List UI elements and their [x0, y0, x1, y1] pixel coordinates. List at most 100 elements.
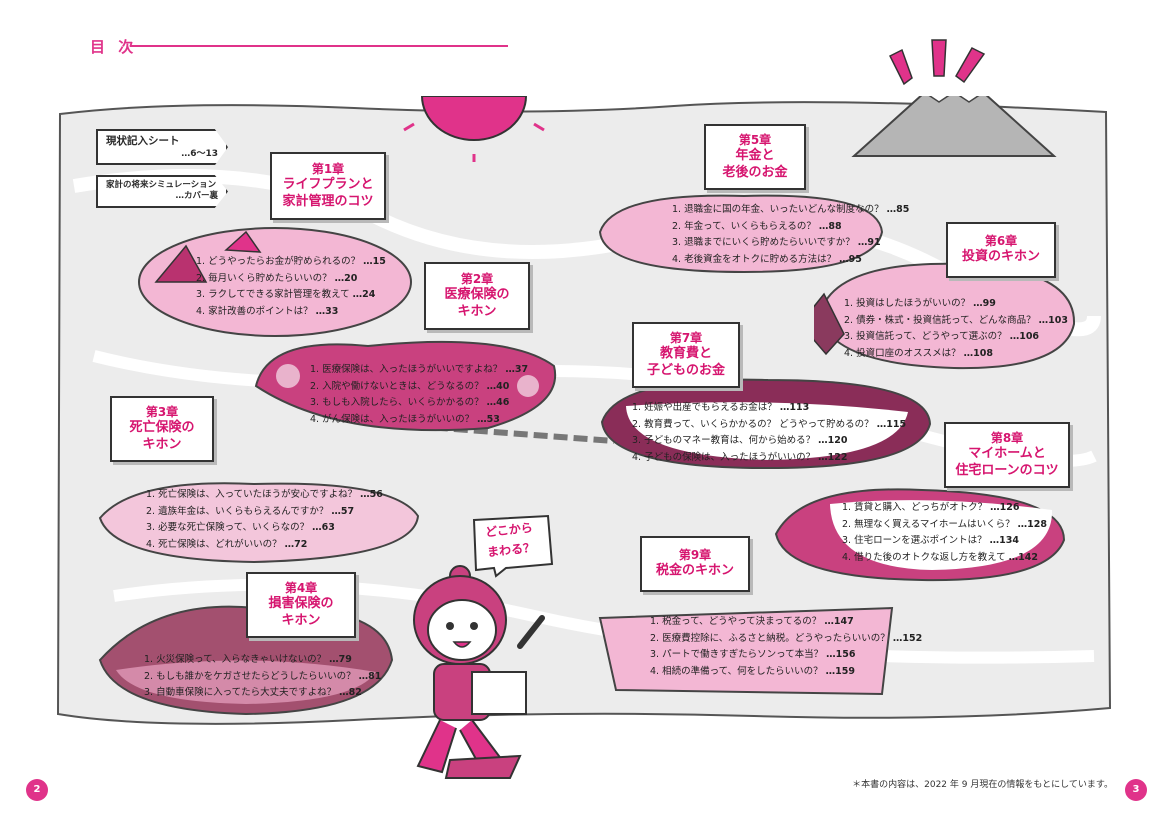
toc-item[interactable]: 3. 投資信託って、どうやって選ぶの？ …106 [844, 331, 1040, 343]
toc-item[interactable]: 4. 家計改善のポイントは？ …33 [196, 305, 339, 317]
toc-item[interactable]: 4. 死亡保険は、どれがいいの？ …72 [146, 538, 308, 550]
chapter4-sign: 第4章 損害保険の キホン [246, 572, 356, 638]
toc-item[interactable]: 1. 医療保険は、入ったほうがいいですよね？ …37 [310, 364, 529, 375]
toc-item[interactable]: 3. ラクしてできる家計管理を教えて …24 [196, 289, 376, 301]
chapter4-number: 第4章 [284, 580, 318, 595]
chapter1-title-line1: ライフプランと [282, 177, 374, 193]
sheet-sign-label: 現状記入シート [106, 135, 180, 147]
chapter5-number: 第5章 [738, 132, 772, 147]
toc-item[interactable]: 3. 自動車保険に入ってたら大丈夫ですよね？ …82 [144, 687, 362, 699]
chapter8-items: 1. 賃貸と購入、どっちがオトク？ …126 2. 無理なく買えるマイホームはい… [842, 500, 1047, 566]
chapter1-number: 第1章 [311, 161, 345, 176]
chapter1-title-line2: 家計管理のコツ [282, 193, 374, 209]
chapter3-sign: 第3章 死亡保険の キホン [110, 396, 214, 462]
chapter4-items: 1. 火災保険って、入らなきゃいけないの？ …79 2. もしも誰かをケガさせた… [144, 652, 381, 702]
toc-item[interactable]: 4. 子どもの保険は、入ったほうがいいの？ …122 [632, 451, 848, 463]
chapter7-title-line2: 子どものお金 [646, 362, 725, 378]
chapter8-sign: 第8章 マイホームと 住宅ローンのコツ [944, 422, 1070, 488]
toc-item[interactable]: 1. 投資はしたほうがいいの？ …99 [844, 298, 996, 309]
chapter2-sign: 第2章 医療保険の キホン [424, 262, 530, 330]
toc-item[interactable]: 4. 借りた後のオトクな返し方を教えて …142 [842, 551, 1038, 563]
simulation-sign-label: 家計の将来シミュレーション [106, 180, 217, 190]
toc-item[interactable]: 1. 死亡保険は、入っていたほうが安心ですよね？ …56 [146, 489, 383, 500]
chapter3-title-line1: 死亡保険の [129, 420, 195, 436]
chapter6-title-line1: 投資のキホン [961, 249, 1040, 265]
chapter8-title-line2: 住宅ローンのコツ [955, 462, 1059, 478]
chapter4-title-line1: 損害保険の [268, 596, 334, 612]
toc-item[interactable]: 2. 遺族年金は、いくらもらえるんですか？ …57 [146, 505, 355, 517]
toc-item[interactable]: 4. 相続の準備って、何をしたらいいの？ …159 [650, 665, 856, 677]
toc-item[interactable]: 3. 退職までにいくら貯めたらいいですか？ …91 [672, 237, 881, 249]
toc-item[interactable]: 2. 教育費って、いくらかかるの？ どうやって貯めるの？ …115 [632, 418, 907, 430]
toc-item[interactable]: 2. もしも誰かをケガさせたらどうしたらいいの？ …81 [144, 670, 382, 682]
girl-explorer-illustration [413, 565, 545, 779]
chapter2-island [254, 340, 557, 432]
chapter7-number: 第7章 [669, 330, 703, 345]
toc-item[interactable]: 3. 必要な死亡保険って、いくらなの？ …63 [146, 522, 335, 534]
chapter1-items: 1. どうやったらお金が貯められるの？ …15 2. 毎月いくら貯めたらいいの？… [196, 254, 386, 320]
toc-item[interactable]: 3. パートで働きすぎたらソンって本当？ …156 [650, 649, 856, 661]
chapter5-items: 1. 退職金に国の年金、いったいどんな制度なの？ …85 2. 年金って、いくら… [672, 202, 909, 268]
toc-item[interactable]: 2. 毎月いくら貯めたらいいの？ …20 [196, 272, 358, 284]
chapter9-sign: 第9章 税金のキホン [640, 536, 750, 592]
toc-item[interactable]: 1. 妊娠や出産でもらえるお金は？ …113 [632, 402, 810, 413]
simulation-sign-pages: …カバー裏 [175, 191, 218, 202]
toc-item[interactable]: 4. がん保険は、入ったほうがいいの？ …53 [310, 413, 500, 425]
chapter3-number: 第3章 [145, 404, 179, 419]
toc-item[interactable]: 1. 賃貸と購入、どっちがオトク？ …126 [842, 502, 1020, 513]
speech-bubble [472, 514, 554, 578]
chapter5-island [598, 194, 884, 274]
chapter8-number: 第8章 [990, 430, 1024, 445]
chapter2-title-line2: キホン [457, 303, 497, 319]
chapter5-sign: 第5章 年金と 老後のお金 [704, 124, 806, 190]
chapter6-island [814, 262, 1076, 370]
sparkle-icon [888, 39, 986, 86]
footnote: ＊本書の内容は、2022 年 9 月現在の情報をもとにしています。 [852, 780, 1113, 790]
sheet-signpost: 現状記入シート …6～13 [96, 129, 228, 166]
speech-bubble-text: どこから まわる？ [484, 518, 536, 563]
chapter4-title-line2: キホン [281, 612, 321, 628]
toc-item[interactable]: 1. 退職金に国の年金、いったいどんな制度なの？ …85 [672, 204, 910, 215]
toc-item[interactable]: 3. 子どものマネー教育は、何から始める？ …120 [632, 435, 848, 447]
chapter9-items: 1. 税金って、どうやって決まってるの？ …147 2. 医療費控除に、ふるさと… [650, 614, 922, 680]
toc-item[interactable]: 1. どうやったらお金が貯められるの？ …15 [196, 256, 386, 267]
toc-item[interactable]: 2. 年金って、いくらもらえるの？ …88 [672, 220, 842, 232]
chapter1-sign: 第1章 ライフプランと 家計管理のコツ [270, 152, 386, 220]
sheet-sign-pages: …6～13 [181, 149, 218, 160]
toc-item[interactable]: 2. 無理なく買えるマイホームはいくら？ …128 [842, 518, 1048, 530]
chapter1-island [138, 227, 412, 337]
chapter2-items: 1. 医療保険は、入ったほうがいいですよね？ …37 2. 入院や働けないときは… [310, 362, 528, 428]
chapter6-sign: 第6章 投資のキホン [946, 222, 1056, 278]
chapter9-title-line1: 税金のキホン [655, 563, 734, 579]
chapter6-number: 第6章 [984, 234, 1018, 248]
chapter9-island [598, 606, 894, 696]
chapter7-island [600, 378, 932, 470]
chapter3-items: 1. 死亡保険は、入っていたほうが安心ですよね？ …56 2. 遺族年金は、いく… [146, 487, 383, 553]
chapter2-number: 第2章 [460, 271, 494, 286]
chapter7-items: 1. 妊娠や出産でもらえるお金は？ …113 2. 教育費って、いくらかかるの？… [632, 400, 906, 466]
chapter8-island [774, 488, 1066, 582]
left-page-number: 2 [26, 779, 48, 801]
chapter6-items: 1. 投資はしたほうがいいの？ …99 2. 債券・株式・投資信託って、どんな商… [844, 296, 1068, 362]
toc-item[interactable]: 4. 老後資金をオトクに貯める方法は？ …95 [672, 253, 862, 265]
toc-item[interactable]: 2. 債券・株式・投資信託って、どんな商品？ …103 [844, 314, 1069, 326]
chapter8-title-line1: マイホームと [968, 446, 1046, 462]
chapter3-island [98, 482, 420, 564]
simulation-signpost: 家計の将来シミュレーション …カバー裏 [96, 175, 228, 208]
chapter9-number: 第9章 [678, 548, 712, 562]
page-header-title: 目 次 [90, 38, 138, 56]
toc-item[interactable]: 1. 火災保険って、入らなきゃいけないの？ …79 [144, 654, 352, 665]
chapter5-title-line1: 年金と [735, 148, 775, 164]
toc-item[interactable]: 2. 入院や働けないときは、どうなるの？ …40 [310, 380, 510, 392]
header-rule [130, 45, 508, 47]
toc-item[interactable]: 2. 医療費控除に、ふるさと納税。どうやったらいいの？ …152 [650, 632, 923, 644]
toc-item[interactable]: 4. 投資口座のオススメは？ …108 [844, 347, 993, 359]
sun-icon [403, 96, 545, 162]
right-page-number: 3 [1125, 779, 1147, 801]
toc-item[interactable]: 1. 税金って、どうやって決まってるの？ …147 [650, 616, 854, 627]
chapter2-title-line1: 医療保険の [444, 287, 510, 303]
toc-item[interactable]: 3. もしも入院したら、いくらかかるの？ …46 [310, 397, 510, 409]
toc-item[interactable]: 3. 住宅ローンを選ぶポイントは？ …134 [842, 535, 1019, 547]
chapter7-title-line1: 教育費と [659, 346, 712, 362]
chapter7-sign: 第7章 教育費と 子どものお金 [632, 322, 740, 388]
